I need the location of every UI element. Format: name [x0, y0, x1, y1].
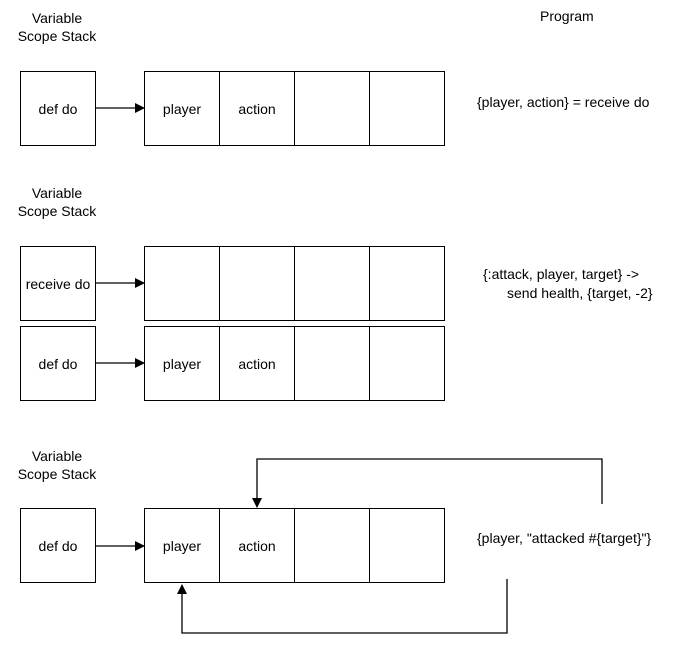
variable-slot: [144, 246, 220, 321]
stack-header: Variable Scope Stack: [14, 184, 100, 220]
program-code: {:attack, player, target} ->: [483, 266, 640, 282]
variable-slot: [294, 246, 370, 321]
stack-header-line: Variable: [31, 185, 83, 201]
stack-header-line: Scope Stack: [17, 28, 97, 44]
variable-slot: action: [219, 326, 295, 401]
stack-header-line: Variable: [31, 10, 83, 26]
program-code: send health, {target, -2}: [507, 285, 653, 301]
variable-slot: [294, 326, 370, 401]
program-code: {player, action} = receive do: [477, 94, 650, 110]
stack-header: Variable Scope Stack: [14, 447, 100, 483]
variable-slot: [369, 326, 445, 401]
variable-slot: [294, 508, 370, 583]
stack-frame: def do: [20, 508, 96, 583]
stack-header: Variable Scope Stack: [14, 9, 100, 45]
stack-header-line: Variable: [31, 448, 83, 464]
variable-slot: action: [219, 508, 295, 583]
variable-slot: player: [144, 326, 220, 401]
variable-slot: [369, 246, 445, 321]
stack-frame: def do: [20, 71, 96, 146]
variable-slot: action: [219, 71, 295, 146]
stack-frame: def do: [20, 326, 96, 401]
variable-slot: [294, 71, 370, 146]
program-code: {player, "attacked #{target}"}: [477, 530, 652, 546]
stack-frame: receive do: [20, 246, 96, 321]
stack-header-line: Scope Stack: [17, 466, 97, 482]
variable-slot: player: [144, 71, 220, 146]
player-read-arrow: [177, 579, 508, 634]
action-read-arrow: [252, 458, 603, 508]
variable-slot: [219, 246, 295, 321]
stack-header-line: Scope Stack: [17, 203, 97, 219]
variable-slot: [369, 71, 445, 146]
program-header: Program: [540, 8, 594, 24]
variable-slot: player: [144, 508, 220, 583]
variable-slot: [369, 508, 445, 583]
